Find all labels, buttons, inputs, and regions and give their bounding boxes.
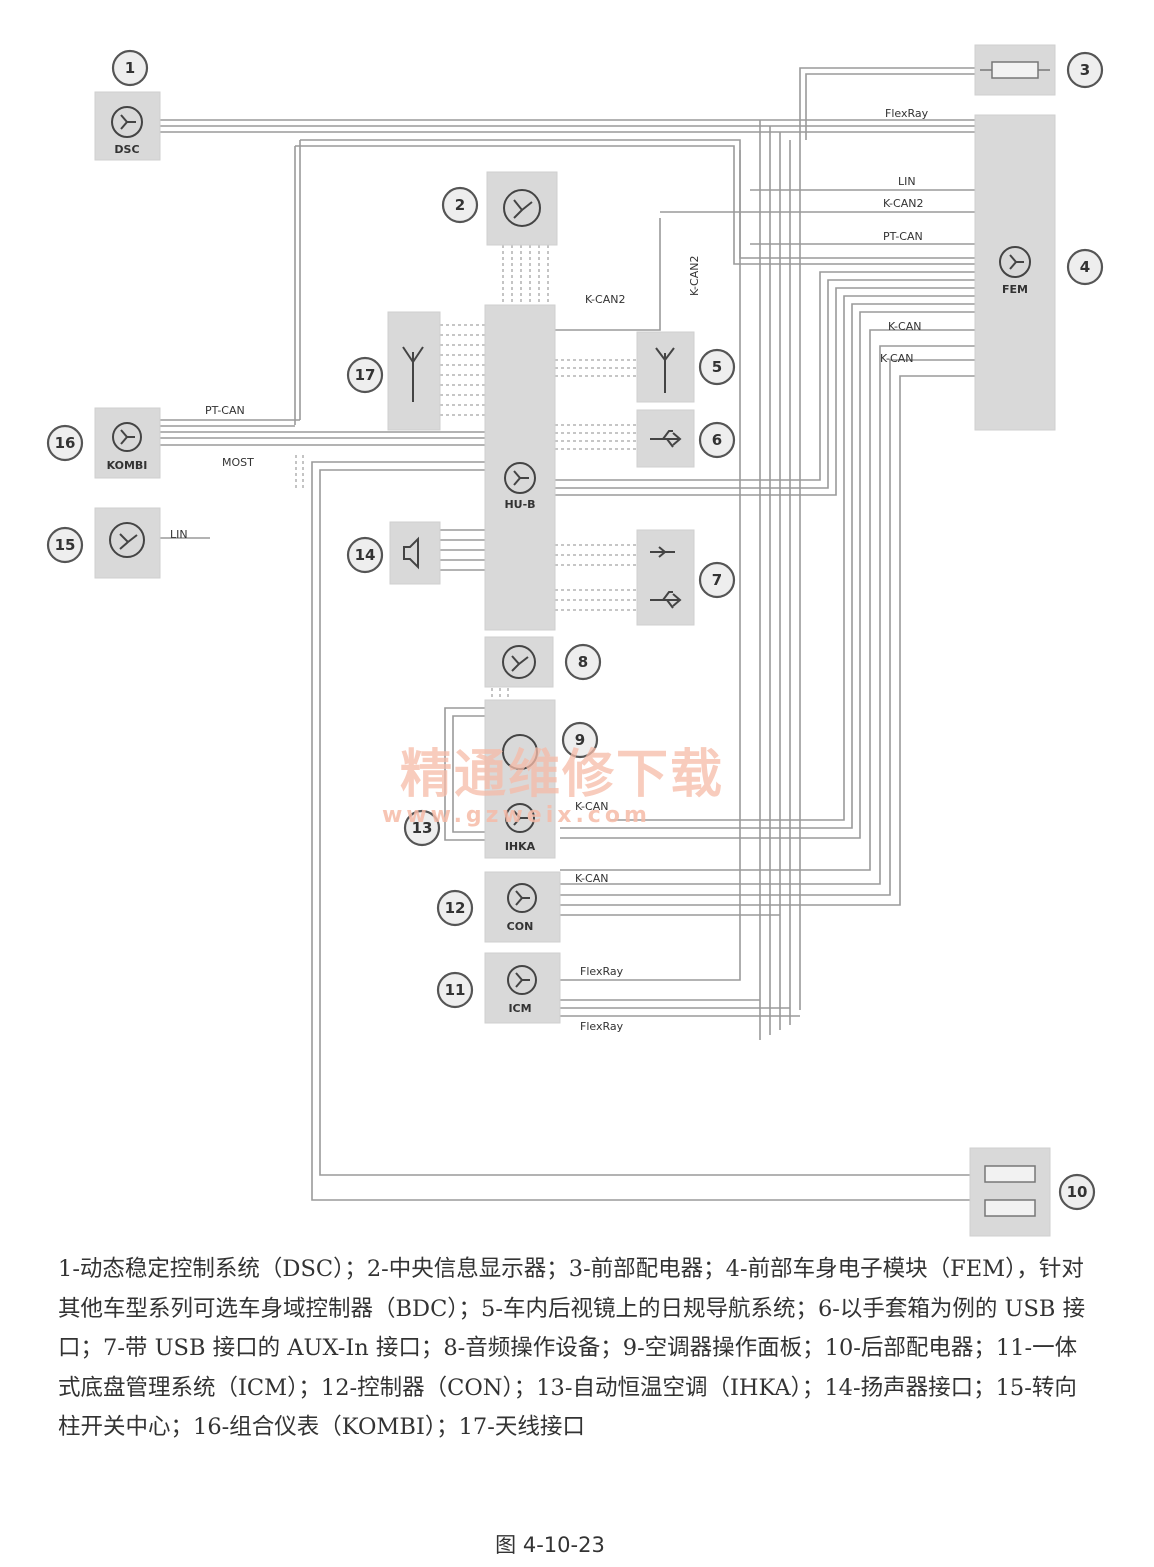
callout-5: 5	[698, 348, 736, 386]
bus-label-kcan-fem-2: K-CAN	[880, 352, 913, 365]
callout-11: 11	[436, 971, 474, 1009]
bus-label-lin-fem: LIN	[898, 175, 916, 188]
hub-module	[484, 304, 556, 631]
watermark-url: www.gzweix.com	[382, 803, 651, 828]
bus-label-kcan-con: K-CAN	[575, 872, 608, 885]
svg-text:3: 3	[1080, 61, 1090, 79]
svg-text:5: 5	[712, 358, 722, 376]
aux-usb-box	[636, 529, 695, 626]
usb-icon	[650, 430, 682, 448]
ihka-label: IHKA	[505, 840, 536, 853]
network-node-icon	[502, 645, 536, 679]
bus-label-lin-15: LIN	[170, 528, 188, 541]
bus-label-flexray-icm-top: FlexRay	[580, 965, 624, 978]
callout-8: 8	[564, 643, 602, 681]
network-node-icon	[507, 883, 537, 913]
callouts: 1 2 3 4 5 6 7 8 9 10 11 12 13 14 15 16 1…	[46, 49, 1104, 1211]
svg-text:17: 17	[355, 366, 376, 384]
network-node-icon	[504, 462, 536, 494]
callout-7: 7	[698, 561, 736, 599]
bus-label-ptcan-fem: PT-CAN	[883, 230, 923, 243]
bus-label-kcan2-vertical: K-CAN2	[688, 256, 701, 296]
callout-13: 13	[403, 809, 441, 847]
svg-text:2: 2	[455, 196, 465, 214]
svg-text:15: 15	[55, 536, 76, 554]
callout-12: 12	[436, 889, 474, 927]
callout-1: 1	[111, 49, 149, 87]
icm-label: ICM	[508, 1002, 531, 1015]
callout-3: 3	[1066, 51, 1104, 89]
con-label: CON	[507, 920, 534, 933]
bus-labels: FlexRay LIN K-CAN2 PT-CAN K-CAN2 K-CAN2 …	[170, 107, 929, 1033]
module-icons	[109, 106, 1031, 995]
icm-module	[484, 952, 561, 1024]
network-node-icon	[109, 522, 145, 558]
svg-text:10: 10	[1067, 1183, 1088, 1201]
network-node-icon	[507, 965, 537, 995]
bus-label-flexray-icm-bottom: FlexRay	[580, 1020, 624, 1033]
callout-2: 2	[441, 186, 479, 224]
kombi-module	[94, 407, 161, 479]
callout-14: 14	[346, 536, 384, 574]
bus-label-kcan2-hub: K-CAN2	[585, 293, 625, 306]
callout-15: 15	[46, 526, 84, 564]
figure-label: 图 4-10-23	[495, 1533, 605, 1557]
svg-text:16: 16	[55, 434, 76, 452]
audio-jack-icon	[650, 546, 675, 558]
antenna-icon	[402, 346, 424, 402]
bus-label-kcan-ihka: K-CAN	[575, 800, 608, 813]
network-node-icon	[505, 803, 535, 833]
svg-text:11: 11	[445, 981, 466, 999]
svg-text:7: 7	[712, 571, 722, 589]
svg-text:13: 13	[412, 819, 433, 837]
callout-16: 16	[46, 424, 84, 462]
bus-label-most-kombi: MOST	[222, 456, 254, 469]
svg-text:9: 9	[575, 731, 585, 749]
fem-module	[974, 114, 1056, 431]
svg-text:12: 12	[445, 899, 466, 917]
hub-label: HU-B	[504, 498, 535, 511]
svg-text:14: 14	[355, 546, 376, 564]
audio-control-module	[484, 636, 554, 688]
bus-wires	[160, 67, 975, 1201]
speaker-icon	[403, 536, 419, 570]
callout-17: 17	[346, 356, 384, 394]
network-node-icon	[502, 734, 538, 770]
network-node-icon	[111, 106, 143, 138]
callout-6: 6	[698, 421, 736, 459]
bus-label-kcan2-fem: K-CAN2	[883, 197, 923, 210]
network-node-icon	[503, 189, 541, 227]
fem-label: FEM	[1002, 283, 1028, 296]
network-node-icon	[112, 422, 142, 452]
svg-text:1: 1	[125, 59, 135, 77]
network-diagram: DSC FEM HU-B KOMBI IHKA CON ICM FlexRay …	[46, 44, 1104, 1237]
usb-icon	[650, 591, 682, 609]
antenna-icon	[655, 347, 675, 393]
svg-text:4: 4	[1080, 258, 1090, 276]
dsc-label: DSC	[114, 143, 139, 156]
module-boxes	[94, 44, 1056, 1237]
figure-caption: 1-动态稳定控制系统（DSC）；2-中央信息显示器；3-前部配电器；4-前部车身…	[58, 1256, 1086, 1440]
bus-label-ptcan-kombi: PT-CAN	[205, 404, 245, 417]
watermark: 精通维修下载 www.gzweix.com	[382, 745, 724, 828]
callout-4: 4	[1066, 248, 1104, 286]
speaker-box	[389, 521, 441, 585]
kombi-label: KOMBI	[107, 459, 148, 472]
callout-9: 9	[561, 721, 599, 759]
network-node-icon	[999, 246, 1031, 278]
watermark-title: 精通维修下载	[400, 745, 724, 805]
svg-text:8: 8	[578, 653, 588, 671]
dsc-module	[94, 91, 161, 161]
module-labels: DSC FEM HU-B KOMBI IHKA CON ICM	[107, 143, 1028, 1015]
bus-label-flexray-top: FlexRay	[885, 107, 929, 120]
svg-text:6: 6	[712, 431, 722, 449]
callout-10: 10	[1058, 1173, 1096, 1211]
bus-label-kcan-fem-1: K-CAN	[888, 320, 921, 333]
rear-distribution-box	[969, 1147, 1051, 1237]
